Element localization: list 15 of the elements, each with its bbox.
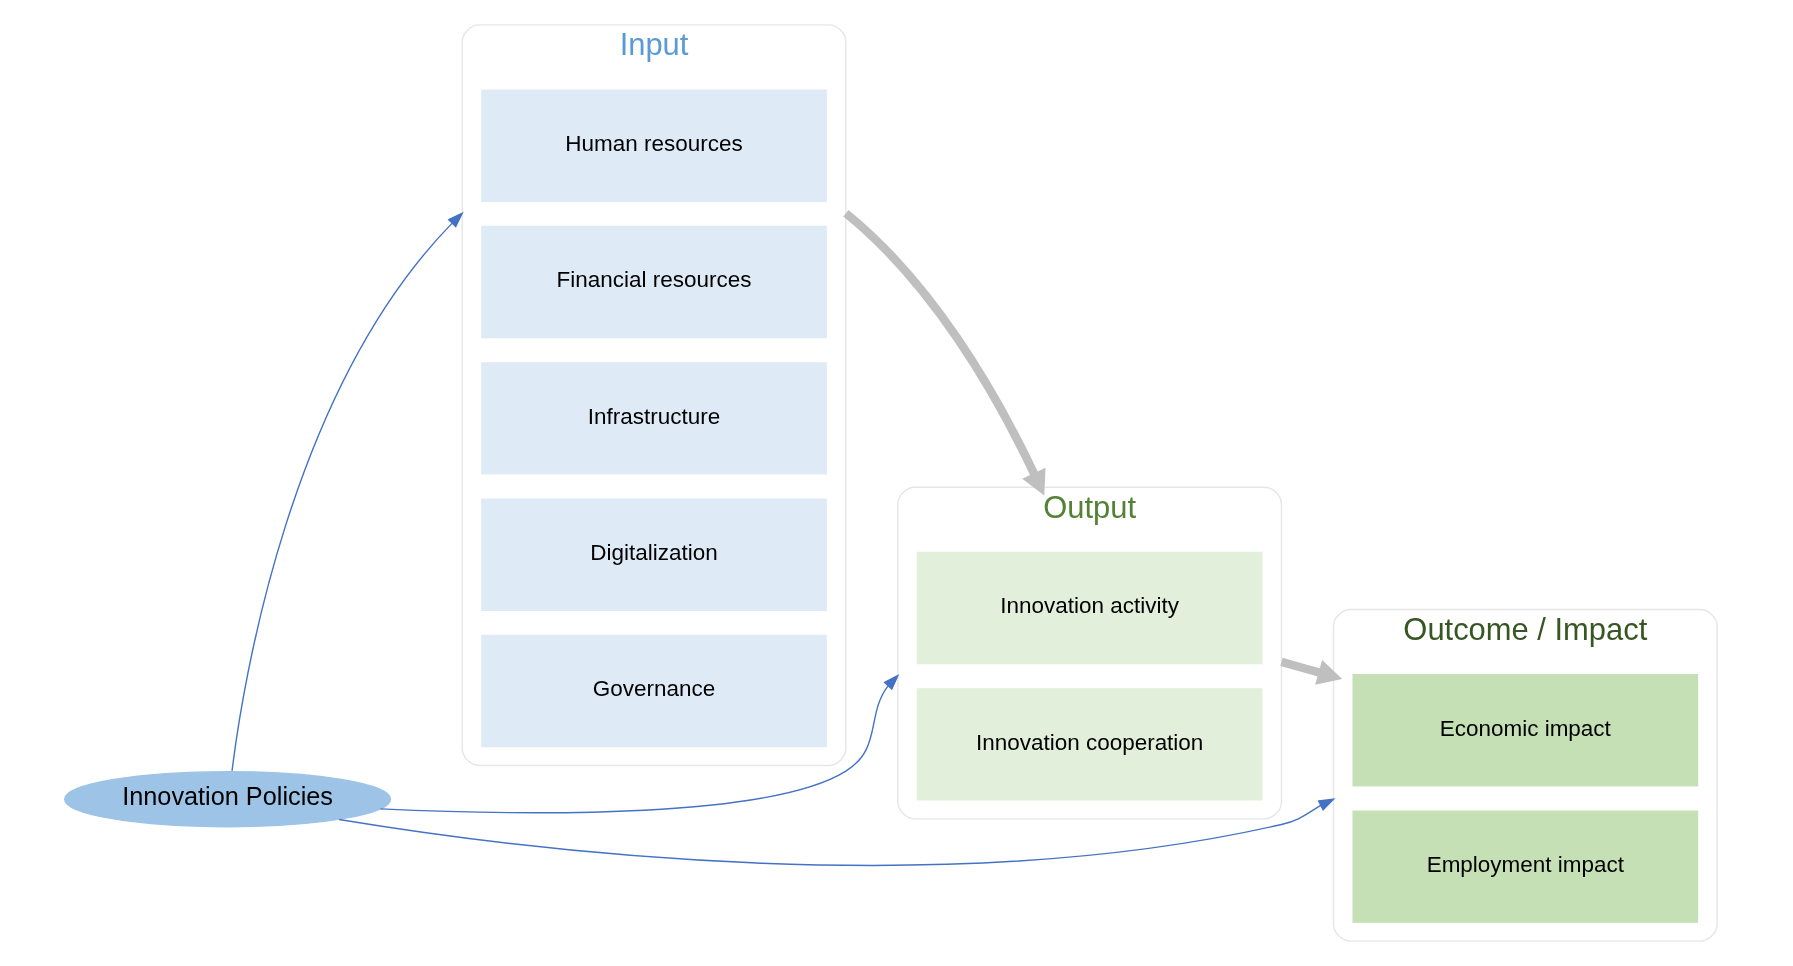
- node-ellipse: Innovation Policies: [63, 770, 392, 828]
- node-box: Innovation activity: [916, 551, 1263, 665]
- arrow: [231, 211, 464, 772]
- arrow: [379, 673, 900, 814]
- node-box: Governance: [481, 634, 827, 748]
- arrow: [338, 798, 1336, 866]
- node-box: Digitalization: [481, 498, 827, 611]
- node-box: Economic impact: [1352, 674, 1699, 787]
- node-box: Human resources: [481, 89, 827, 202]
- node-box: Infrastructure: [481, 362, 827, 475]
- node-box: Employment impact: [1352, 810, 1699, 923]
- node-box: Innovation cooperation: [916, 688, 1263, 801]
- node-box: Financial resources: [481, 225, 827, 339]
- arrow: [843, 210, 1046, 496]
- arrow: [1280, 657, 1343, 685]
